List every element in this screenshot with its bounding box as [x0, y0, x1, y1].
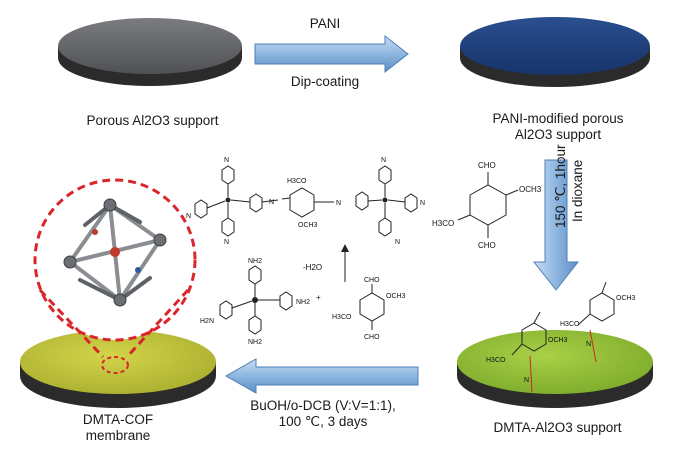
och3-cof-top: H3CO	[287, 178, 307, 185]
cof-label-line2: membrane	[85, 428, 151, 443]
cho-label-small-bottom: CHO	[364, 334, 380, 341]
cof-membrane-disc	[20, 330, 216, 408]
start-label: Porous Al2O3 support	[86, 113, 219, 128]
pani-arrow-label: PANI	[309, 16, 341, 31]
h3co-label-small: H3CO	[332, 314, 352, 321]
water-loss-label: -H2O	[303, 263, 322, 272]
imine-n-right: N	[336, 200, 341, 207]
cof-conditions-line1: BuOH/o-DCB (V:V=1:1),	[250, 398, 396, 413]
solvent-label: In dioxane	[570, 159, 585, 222]
h3co-anchored-2: H3CO	[560, 321, 580, 328]
dmta-anchored-structure: OCH3 H3CO OCH3 H3CO N N	[486, 281, 636, 393]
reaction-down-arrow	[532, 159, 580, 291]
pani-modified-disc	[460, 17, 650, 87]
och3-label: OCH3	[519, 185, 542, 194]
cho-label-top: CHO	[478, 161, 496, 170]
dmta-monomer-small: CHO CHO OCH3 H3CO	[332, 277, 406, 341]
dip-coating-label: Dip-coating	[290, 74, 360, 89]
temp-time-label: 150 ℃, 1hour	[553, 144, 568, 228]
bare-support-disc	[58, 18, 242, 86]
dmta-molecule: CHO CHO OCH3 H3CO	[432, 161, 542, 250]
h3co-label: H3CO	[432, 219, 454, 228]
dip-coating-arrow	[254, 34, 409, 74]
cof-synthesis-arrow	[224, 358, 419, 394]
imine-n-left: N	[269, 199, 274, 206]
n-bottom-right: N	[395, 239, 400, 246]
och3-anchored-1: OCH3	[548, 337, 568, 344]
pani-label-line1: PANI-modified porous	[492, 111, 624, 126]
n-bottom-left: N	[224, 239, 229, 246]
nh2-label-top: NH2	[248, 258, 262, 265]
n-top-right: N	[381, 157, 386, 164]
n-top-left: N	[224, 157, 229, 164]
plus-sign: +	[316, 293, 321, 302]
n-right: N	[420, 200, 425, 207]
n-left: N	[186, 213, 191, 220]
och3-cof-bottom: OCH3	[298, 222, 318, 229]
n-anchored-1: N	[524, 377, 529, 384]
och3-anchored-2: OCH3	[616, 295, 636, 302]
n-anchored-2: N	[586, 341, 591, 348]
cof-repeat-structure: N N H3CO OCH3 N N N N N N	[186, 157, 425, 246]
dmta-support-disc	[457, 330, 653, 408]
tapm-monomer: NH2 NH2 H2N NH2	[200, 258, 310, 346]
cho-label-bottom: CHO	[478, 241, 496, 250]
condensation-arrow	[341, 244, 349, 282]
nh2-label-bottom: NH2	[248, 339, 262, 346]
cof-label-line1: DMTA-COF	[82, 412, 154, 427]
h2n-label-left: H2N	[200, 318, 214, 325]
cof-conditions-line2: 100 ℃, 3 days	[278, 414, 368, 429]
h3co-anchored-1: H3CO	[486, 357, 506, 364]
dmta-support-label: DMTA-Al2O3 support	[493, 420, 622, 435]
cho-label-small-top: CHO	[364, 277, 380, 284]
cof-framework-image	[63, 198, 167, 307]
pani-label-line2: Al2O3 support	[514, 127, 602, 142]
nh2-label-right: NH2	[296, 299, 310, 306]
och3-label-small: OCH3	[386, 293, 406, 300]
